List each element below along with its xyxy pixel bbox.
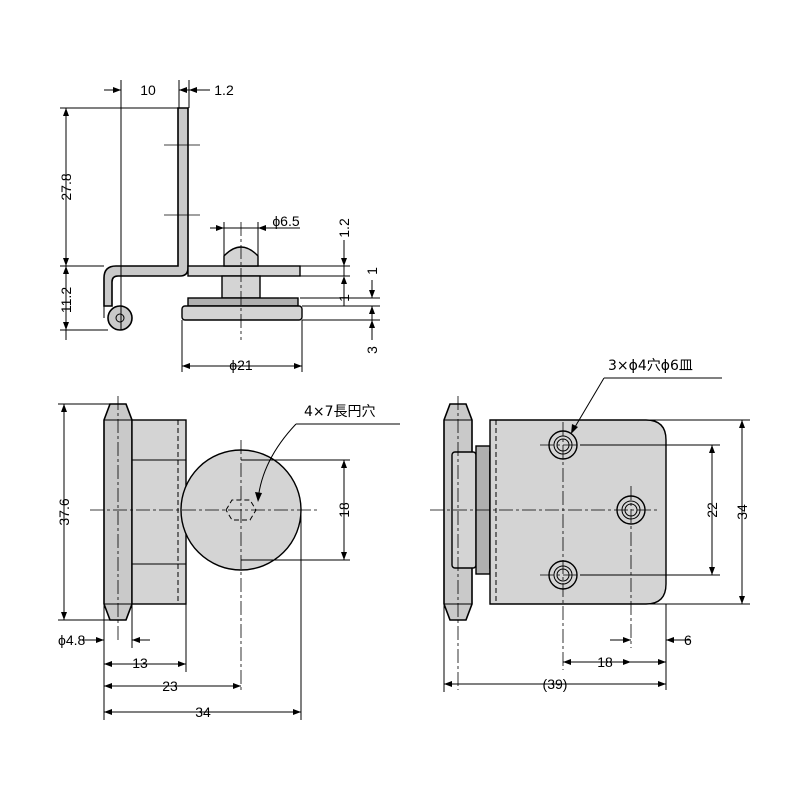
dim-22: 22 [704,502,720,518]
dim-phi-21: ϕ21 [229,357,253,373]
side-view: 10 1.2 27.8 11.2 ϕ6.5 1.2 1 [58,80,380,373]
dim-1-upper: 1 [364,267,380,275]
dim-3: 3 [364,346,380,354]
dim-27-8: 27.8 [58,173,74,200]
pivot-barrel [107,305,133,331]
slot-note: 4×7長円穴 [304,404,376,420]
dim-18-front: 18 [336,502,352,518]
dim-34-plate: 34 [734,504,750,520]
vertical-leaf [103,107,189,307]
dim-1-2-right: 1.2 [336,218,352,238]
front-view: 4×7長円穴 37.6 18 ϕ4.8 13 [56,396,400,720]
dim-10: 10 [140,82,156,98]
dim-1-lower: 1 [336,294,352,302]
dim-37-6: 37.6 [56,498,72,525]
dim-39: (39) [543,676,568,692]
hole-note: 3×ϕ4穴ϕ6皿 [608,358,693,374]
knob-disc [187,297,299,307]
dim-13: 13 [132,655,148,671]
dim-23: 23 [162,678,178,694]
dim-18-plate: 18 [597,654,613,670]
plate-view: 3×ϕ4穴ϕ6皿 22 34 6 18 [430,358,750,692]
dim-6: 6 [684,632,692,648]
dim-phi-4-8: ϕ4.8 [58,632,86,648]
dim-11-2: 11.2 [58,287,74,313]
dim-phi-6-5: ϕ6.5 [272,213,300,229]
front-leaf [131,419,187,605]
top-plate [187,265,301,277]
dim-1-2-top: 1.2 [214,82,234,98]
dim-34-front: 34 [195,704,211,720]
